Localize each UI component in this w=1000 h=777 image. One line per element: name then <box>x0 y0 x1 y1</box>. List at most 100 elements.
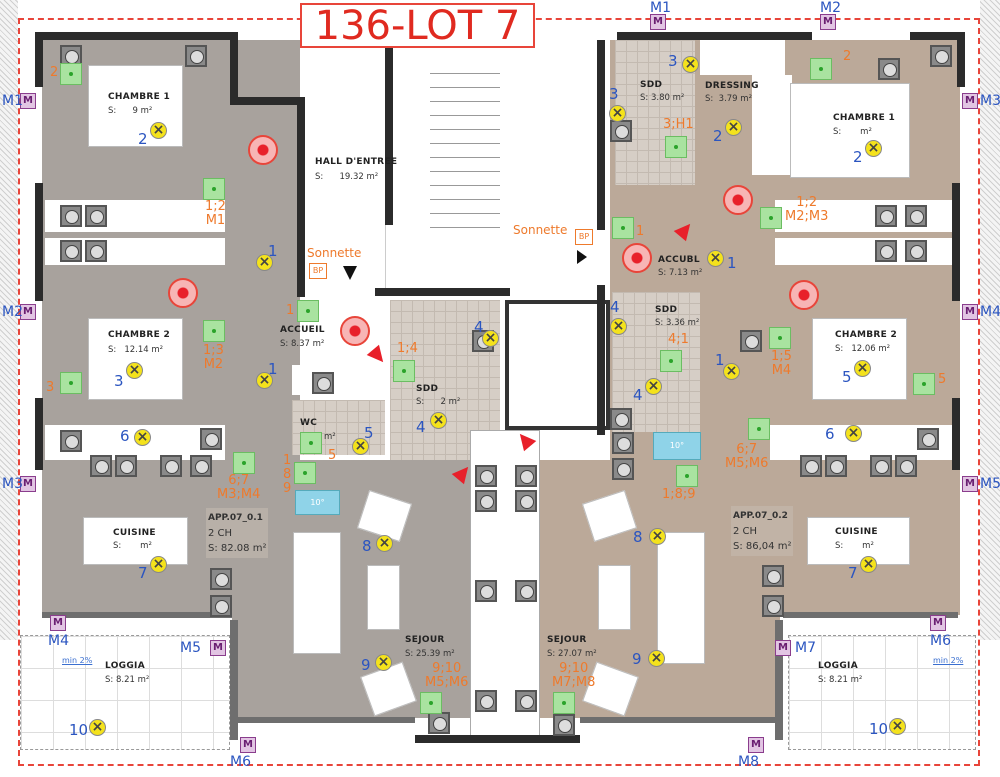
power-outlet-icon <box>875 205 897 227</box>
wall <box>35 32 238 40</box>
room-name: SDD <box>640 80 663 90</box>
meter-marker: M <box>20 304 36 320</box>
power-outlet-icon <box>870 455 892 477</box>
switch-icon <box>612 217 634 239</box>
doorbell-button[interactable]: BP <box>309 263 327 279</box>
room-area: S: m² <box>113 541 152 551</box>
circuit-label: 6;7 M3;M4 <box>217 473 261 502</box>
light-circuit-number: 1 <box>268 360 278 378</box>
smoke-detector-icon <box>168 278 198 308</box>
switch-icon <box>203 178 225 200</box>
room-area: S: 3.80 m² <box>640 93 685 103</box>
meter-label: M6 <box>230 754 251 770</box>
entry-arrow-icon <box>577 250 587 264</box>
power-outlet-icon <box>210 595 232 617</box>
ceiling-light-icon: × <box>150 556 167 573</box>
bed <box>812 318 907 400</box>
apartment-1-sejour-floor <box>232 460 470 718</box>
bed <box>88 318 183 400</box>
wall <box>580 717 775 723</box>
light-circuit-number: 10 <box>869 720 889 738</box>
stair-landing <box>540 430 610 460</box>
circuit-label: 1;3 M2 <box>203 343 224 372</box>
smoke-detector-icon <box>723 185 753 215</box>
room-name: LOGGIA <box>105 661 145 671</box>
switch-icon <box>665 136 687 158</box>
ceiling-light-icon: × <box>89 719 106 736</box>
light-circuit-number: 4 <box>474 318 484 336</box>
room-area: S: 8.37 m² <box>280 339 325 349</box>
meter-label: M5 <box>180 640 201 656</box>
power-outlet-icon <box>190 455 212 477</box>
meter-marker: M <box>20 476 36 492</box>
switch-icon <box>294 462 316 484</box>
room-name: CUISINE <box>835 527 878 537</box>
switch-icon <box>203 320 225 342</box>
wall <box>617 32 697 40</box>
light-circuit-number: 9 <box>361 656 371 674</box>
meter-marker: M <box>962 93 978 109</box>
switch-icon <box>676 465 698 487</box>
ceiling-light-icon: × <box>610 318 627 335</box>
power-outlet-icon <box>428 712 450 734</box>
wall <box>952 183 960 301</box>
ceiling-light-icon: × <box>126 362 143 379</box>
meter-label: M5 <box>980 476 1000 492</box>
ceiling-light-icon: × <box>845 425 862 442</box>
room-area: S: 12.06 m² <box>835 344 891 354</box>
apartment-area: S: 82.08 m² <box>208 543 267 554</box>
switch-icon <box>420 692 442 714</box>
power-outlet-icon <box>475 490 497 512</box>
power-outlet-icon <box>515 690 537 712</box>
power-outlet-icon <box>475 580 497 602</box>
power-outlet-icon <box>515 465 537 487</box>
meter-marker: M <box>50 615 66 631</box>
power-outlet-icon <box>762 595 784 617</box>
room-name: ACCUEIL <box>280 325 325 335</box>
apartment-label: APP.07_0.2 2 CH S: 86,04 m² <box>731 506 794 556</box>
circuit-label: 1;5 M4 <box>771 349 792 378</box>
power-outlet-icon <box>878 58 900 80</box>
circuit-label: 2 <box>50 65 59 80</box>
smoke-detector-icon <box>248 135 278 165</box>
meter-label: M1 <box>2 93 23 109</box>
wall <box>42 612 232 618</box>
doorbell-button[interactable]: BP <box>575 229 593 245</box>
switch-icon <box>913 373 935 395</box>
light-circuit-number: 5 <box>364 424 374 442</box>
power-outlet-icon <box>610 120 632 142</box>
ceiling-light-icon: × <box>865 140 882 157</box>
ceiling-light-icon: × <box>150 122 167 139</box>
apartment-id: APP.07_0.1 <box>208 513 263 523</box>
ceiling-light-icon: × <box>649 528 666 545</box>
switch-icon <box>760 207 782 229</box>
sdd-floor <box>615 40 695 185</box>
switch-icon <box>769 327 791 349</box>
room-area: S: m² <box>835 541 874 551</box>
room-name: CHAMBRE 1 <box>108 92 171 102</box>
wall <box>297 97 305 297</box>
ceiling-light-icon: × <box>725 119 742 136</box>
light-circuit-number: 3 <box>114 372 124 390</box>
ceiling-light-icon: × <box>707 250 724 267</box>
wall <box>230 620 238 740</box>
switch-icon <box>393 360 415 382</box>
light-circuit-number: 5 <box>842 368 852 386</box>
switch-icon <box>60 372 82 394</box>
exterior-wall-right <box>980 0 1000 640</box>
circuit-label: 1;2 M1 <box>205 199 226 228</box>
lot-title: 136-LOT 7 <box>300 3 535 48</box>
bed <box>88 65 183 147</box>
thermostat-box: 10° <box>653 432 701 460</box>
meter-label: M4 <box>48 633 69 649</box>
closet <box>775 238 955 265</box>
light-circuit-number: 1 <box>715 351 725 369</box>
wall <box>697 32 812 40</box>
light-circuit-number: 4 <box>633 386 643 404</box>
light-circuit-number: 9 <box>632 650 642 668</box>
power-outlet-icon <box>185 45 207 67</box>
apartment-type: 2 CH <box>208 528 233 539</box>
power-outlet-icon <box>210 568 232 590</box>
doorbell-label: Sonnette <box>307 246 362 260</box>
power-outlet-icon <box>85 240 107 262</box>
